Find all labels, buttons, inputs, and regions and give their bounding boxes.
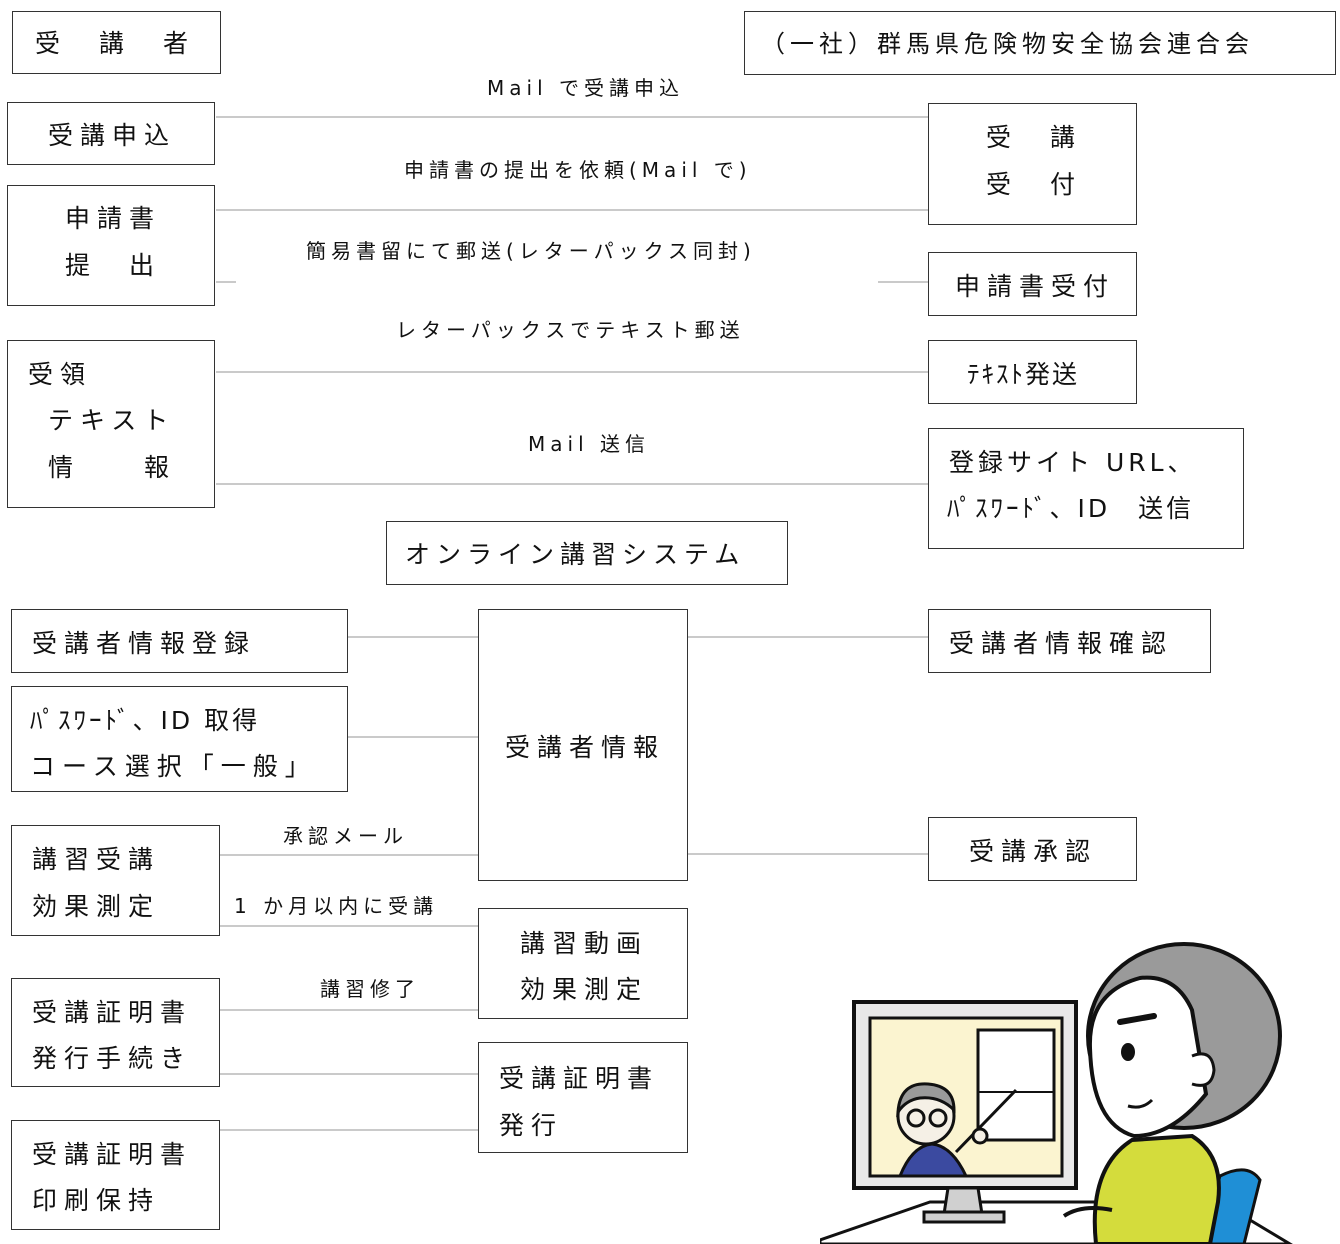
register-box: 受講者情報登録: [11, 609, 348, 673]
flow-label-letterpack-text: レターパックスでテキスト郵送: [396, 318, 745, 342]
form-accept-label: 申請書受付: [955, 272, 1116, 301]
confirm-box: 受講者情報確認: [928, 609, 1211, 673]
video-box: 講習動画 効果測定: [478, 908, 688, 1019]
cert-issue-label-2: 発行: [499, 1111, 564, 1140]
accept-box: 受 講 受 付: [928, 103, 1137, 225]
online-system-box: オンライン講習システム: [386, 521, 788, 585]
flow-label-within-month: 1 か月以内に受講: [234, 894, 439, 918]
login-info-box: 登録サイト URL、 ﾊﾟｽﾜｰﾄﾞ、ID 送信: [928, 428, 1244, 549]
receive-label-2: テキスト: [48, 406, 176, 435]
password-label-1: ﾊﾟｽﾜｰﾄﾞ、ID 取得: [30, 706, 261, 735]
register-label: 受講者情報登録: [32, 629, 257, 658]
video-label-2: 効果測定: [520, 975, 649, 1004]
accept-label-2: 受 付: [986, 170, 1083, 199]
instructor-icon: [896, 1082, 1018, 1178]
cert-print-label-1: 受講証明書: [32, 1140, 193, 1169]
apply-box: 受講申込: [7, 102, 215, 165]
flow-label-mail-send: Mail 送信: [528, 432, 650, 456]
cert-print-label-2: 印刷保持: [32, 1186, 161, 1215]
left-header-box: 受 講 者: [12, 11, 221, 74]
course-label-1: 講習受講: [32, 845, 161, 874]
submit-box: 申請書 提 出: [7, 185, 215, 306]
online-system-title: オンライン講習システム: [405, 540, 746, 569]
right-header: （一社）群馬県危険物安全協会連合会: [761, 30, 1254, 58]
course-box: 講習受講 効果測定: [11, 825, 220, 936]
flow-label-mail-apply: Mail で受講申込: [487, 76, 684, 100]
submit-label-2: 提 出: [65, 251, 162, 280]
approve-box: 受講承認: [928, 817, 1137, 881]
approve-label: 受講承認: [969, 837, 1098, 866]
receive-box: 受領 テキスト 情 報: [7, 340, 215, 508]
login-info-label-1: 登録サイト URL、: [949, 448, 1197, 477]
confirm-label: 受講者情報確認: [949, 629, 1174, 658]
password-label-2: コース選択「一般」: [30, 752, 317, 781]
cert-procedure-label-1: 受講証明書: [32, 998, 193, 1027]
accept-label-1: 受 講: [986, 123, 1083, 152]
cert-procedure-label-2: 発行手続き: [32, 1044, 193, 1073]
flow-label-registered-mail: 簡易書留にて郵送(レターパックス同封): [306, 239, 756, 263]
computer-icon: [852, 1000, 1078, 1224]
password-box: ﾊﾟｽﾜｰﾄﾞ、ID 取得 コース選択「一般」: [11, 686, 348, 792]
online-learning-illustration: [820, 942, 1293, 1244]
login-info-label-2: ﾊﾟｽﾜｰﾄﾞ、ID 送信: [947, 494, 1195, 523]
cert-print-box: 受講証明書 印刷保持: [11, 1120, 220, 1230]
apply-label: 受講申込: [48, 121, 177, 150]
left-header: 受 講 者: [35, 29, 196, 58]
flow-label-request-form: 申請書の提出を依頼(Mail で): [404, 158, 752, 182]
video-label-1: 講習動画: [520, 929, 649, 958]
cert-issue-box: 受講証明書 発行: [478, 1042, 688, 1153]
flow-label-approval-mail: 承認メール: [283, 824, 408, 848]
right-header-box: （一社）群馬県危険物安全協会連合会: [744, 11, 1336, 75]
form-accept-box: 申請書受付: [928, 252, 1137, 316]
receive-label-3: 情 報: [48, 453, 177, 482]
receive-label-1: 受領: [28, 360, 93, 389]
flow-label-complete: 講習修了: [320, 977, 420, 1001]
course-label-2: 効果測定: [32, 892, 161, 921]
submit-label-1: 申請書: [65, 204, 162, 233]
cert-issue-label-1: 受講証明書: [499, 1064, 660, 1093]
student-info-label: 受講者情報: [505, 733, 666, 762]
text-send-label: ﾃｷｽﾄ発送: [967, 360, 1080, 389]
cert-procedure-box: 受講証明書 発行手続き: [11, 978, 220, 1087]
person-icon: [1062, 942, 1282, 1244]
student-info-box: 受講者情報: [478, 609, 688, 881]
text-send-box: ﾃｷｽﾄ発送: [928, 340, 1137, 404]
